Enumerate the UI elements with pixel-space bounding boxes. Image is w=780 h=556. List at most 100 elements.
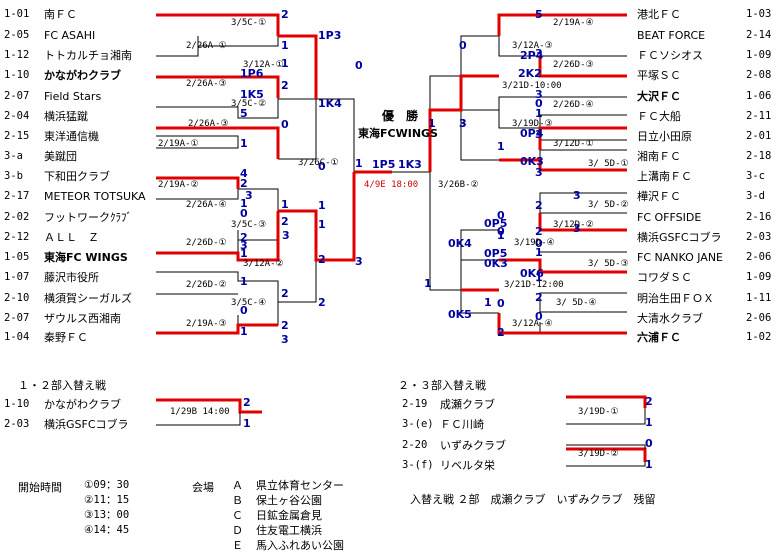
right-score: 0 (497, 209, 505, 222)
right-team-name: 日立小田原 (637, 130, 692, 143)
left-team-name: 下和田クラブ (44, 170, 110, 183)
left-score: 1 (240, 247, 248, 260)
left-team-code: 2-10 (4, 292, 30, 304)
right-score: 0 (459, 39, 467, 52)
right-score: 0 (497, 297, 505, 310)
left-score: 4 (240, 167, 248, 180)
left-score: 1K4 (318, 97, 342, 110)
right-team-name: FC NANKO JANE (637, 251, 724, 264)
left-team-name: 横浜猛蹴 (44, 110, 88, 123)
left-schedule: 3/12A-② (243, 259, 284, 269)
right-schedule: 3/12D-① (553, 139, 594, 149)
right-team-name: ＦＣ大船 (637, 110, 681, 123)
right-schedule: 3/ 5D-① (588, 159, 629, 169)
left-team-name: トトカルチョ湘南 (44, 49, 132, 62)
right-score: 0 (535, 237, 543, 250)
playoff12-score-2: 1 (243, 417, 251, 430)
left-team-code: 1-05 (4, 251, 30, 263)
right-team-code: 1-02 (746, 331, 772, 343)
left-score: 2 (240, 231, 248, 244)
right-team-name: 六浦ＦＣ (637, 331, 681, 344)
left-team-code: 1-07 (4, 271, 30, 283)
left-team-code: 3-a (4, 150, 23, 162)
playoff-note: 入替え戦 ２部 成瀬クラブ いずみクラブ 残留 (410, 493, 656, 506)
right-team-code: 2-14 (746, 29, 772, 41)
final-right-score: 1K3 (398, 158, 422, 171)
right-schedule: 3/26B-② (438, 180, 479, 190)
playoff23-schedule-1: 3/19D-① (578, 407, 619, 417)
playoff23-code-3: 2-20 (402, 439, 428, 451)
left-score: 1 (240, 197, 248, 210)
right-team-code: 2-01 (746, 130, 772, 142)
right-team-code: 1-11 (746, 292, 772, 304)
left-score: 1 (318, 218, 326, 231)
left-score: 1 (281, 39, 289, 52)
right-score: 0P5 (484, 217, 508, 230)
left-schedule: 3/5C-② (231, 99, 267, 109)
right-schedule: 3/ 5D-④ (556, 298, 597, 308)
right-team-name: FC OFFSIDE (637, 211, 702, 224)
right-score: 3 (535, 88, 543, 101)
right-schedule: 3/21D-12:00 (504, 280, 564, 290)
left-score: 0 (281, 118, 289, 131)
left-schedule: 2/26D-② (186, 280, 227, 290)
left-team-name: FC ASAHI (44, 29, 96, 42)
right-score: 0K3 (520, 155, 544, 168)
left-team-name: フットワークｸﾗﾌﾞ (44, 211, 132, 224)
right-score: 1 (535, 246, 543, 259)
right-score: 5 (535, 8, 543, 21)
right-score: 3 (573, 189, 581, 202)
left-score: 1K5 (240, 88, 264, 101)
right-schedule: 2/19A-④ (553, 18, 594, 28)
right-schedule: 3/ 5D-② (588, 200, 629, 210)
right-score: 0K3 (484, 257, 508, 270)
right-schedule: 2/26D-④ (553, 100, 594, 110)
right-schedule: 3/12A-④ (512, 319, 553, 329)
left-score: 5 (240, 107, 248, 120)
playoff23-team-1: 成瀬クラブ (440, 398, 495, 411)
left-score: 0 (240, 304, 248, 317)
right-score: 1 (424, 277, 432, 290)
right-score: 1 (497, 140, 505, 153)
left-team-code: 2-17 (4, 190, 30, 202)
right-score: 1 (484, 296, 492, 309)
left-score: 2 (281, 319, 289, 332)
playoff23-team-3: いずみクラブ (440, 439, 506, 452)
right-score: 1 (497, 229, 505, 242)
left-schedule: 2/19A-③ (186, 319, 227, 329)
right-score: 1 (535, 107, 543, 120)
venue-key-c: Ｃ (232, 509, 243, 522)
left-schedule: 3/12A-① (243, 60, 284, 70)
playoff12-score-1: 2 (243, 396, 251, 409)
playoff23-team-4: リベルタ栄 (440, 459, 495, 472)
start-time-2: ②11：15 (84, 494, 130, 506)
left-schedule: 3/5C-③ (231, 220, 267, 230)
left-team-code: 2-15 (4, 130, 30, 142)
right-team-code: 2-06 (746, 312, 772, 324)
venue-key-d: Ｄ (232, 524, 243, 537)
left-team-code: 1-01 (4, 8, 30, 20)
left-team-code: 3-b (4, 170, 23, 182)
left-team-code: 1-04 (4, 331, 30, 343)
playoff23-code-4: 3-(f) (402, 459, 434, 471)
right-schedule: 3/12A-③ (512, 41, 553, 51)
left-team-code: 1-12 (4, 49, 30, 61)
right-team-name: 樺沢ＦＣ (637, 190, 681, 203)
right-team-name: BEAT FORCE (637, 29, 706, 42)
left-score: 3 (282, 229, 290, 242)
left-schedule: 2/26A-③ (188, 119, 229, 129)
right-team-code: 2-03 (746, 231, 772, 243)
right-score: 2 (497, 326, 505, 339)
left-team-code: 2-05 (4, 29, 30, 41)
left-team-code: 2-04 (4, 110, 30, 122)
playoff23-title: ２・３部入替え戦 (398, 379, 486, 392)
left-schedule: 2/26A-① (186, 41, 227, 51)
venue-b: 保土ヶ谷公園 (256, 494, 322, 507)
right-team-code: 3-c (746, 170, 765, 182)
left-score: 2 (281, 79, 289, 92)
right-score: 3 (459, 117, 467, 130)
venue-key-e: Ｅ (232, 539, 243, 552)
right-team-code: 2-11 (746, 110, 772, 122)
left-score: 3 (281, 333, 289, 346)
